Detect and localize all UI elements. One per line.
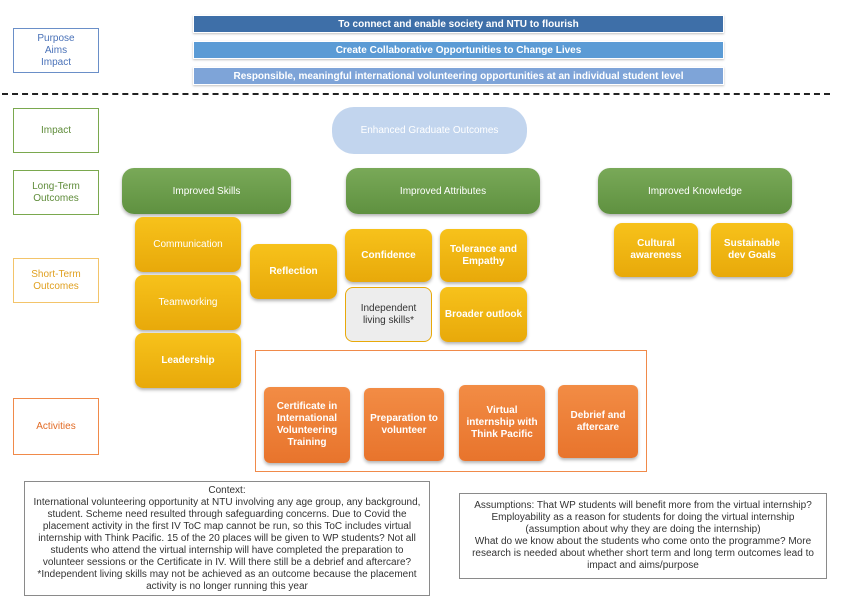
short-term-leadership: Leadership bbox=[135, 333, 241, 388]
label-activities: Activities bbox=[13, 398, 99, 455]
short-term-confidence: Confidence bbox=[345, 229, 432, 282]
long-term-text: Improved Skills bbox=[172, 185, 241, 197]
label-purpose-aims-impact: Purpose Aims Impact bbox=[13, 28, 99, 73]
activity-text: Certificate in International Volunteerin… bbox=[276, 401, 338, 448]
activity-certificate-training: Certificate in International Volunteerin… bbox=[264, 387, 350, 463]
assumptions-text: Assumptions: That WP students will benef… bbox=[472, 500, 814, 571]
short-term-cultural-awareness: Cultural awareness bbox=[614, 223, 698, 277]
impact-node: Enhanced Graduate Outcomes bbox=[332, 107, 527, 154]
long-term-improved-knowledge: Improved Knowledge bbox=[598, 168, 792, 214]
purpose-bar-collaborative: Create Collaborative Opportunities to Ch… bbox=[193, 41, 724, 59]
label-impact-text: Impact bbox=[40, 124, 71, 136]
label-short-term-outcomes: Short-Term Outcomes bbox=[13, 258, 99, 303]
activity-text: Virtual internship with Think Pacific bbox=[466, 405, 538, 440]
context-title: Context: bbox=[208, 485, 246, 496]
short-term-text: Broader outlook bbox=[444, 308, 523, 320]
short-term-text: Reflection bbox=[269, 265, 318, 277]
purpose-bar-text: Responsible, meaningful international vo… bbox=[233, 70, 684, 82]
short-term-text: Independent living skills* bbox=[360, 302, 417, 326]
short-term-text: Teamworking bbox=[158, 296, 218, 308]
section-divider bbox=[2, 93, 830, 95]
long-term-improved-attributes: Improved Attributes bbox=[346, 168, 540, 214]
short-term-reflection: Reflection bbox=[250, 244, 337, 299]
activity-preparation: Preparation to volunteer bbox=[364, 388, 444, 461]
short-term-communication: Communication bbox=[135, 217, 241, 272]
short-term-broader-outlook: Broader outlook bbox=[440, 287, 527, 342]
short-term-independent-living: Independent living skills* bbox=[345, 287, 432, 342]
context-text: International volunteering opportunity a… bbox=[33, 497, 421, 592]
label-long-term-outcomes: Long-Term Outcomes bbox=[13, 170, 99, 215]
purpose-bar-volunteering: Responsible, meaningful international vo… bbox=[193, 67, 724, 85]
label-impact: Impact bbox=[13, 108, 99, 153]
assumptions-box: Assumptions: That WP students will benef… bbox=[459, 493, 827, 579]
short-term-teamworking: Teamworking bbox=[135, 275, 241, 330]
label-long-term-text: Long-Term Outcomes bbox=[32, 180, 80, 204]
short-term-text: Leadership bbox=[161, 354, 215, 366]
short-term-tolerance-empathy: Tolerance and Empathy bbox=[440, 229, 527, 282]
activity-text: Preparation to volunteer bbox=[370, 412, 438, 436]
short-term-text: Cultural awareness bbox=[630, 238, 682, 261]
label-purpose-text: Purpose Aims Impact bbox=[37, 32, 75, 68]
long-term-improved-skills: Improved Skills bbox=[122, 168, 291, 214]
context-box: Context: International volunteering oppo… bbox=[24, 481, 430, 596]
long-term-text: Improved Attributes bbox=[399, 185, 487, 197]
short-term-sustainable-dev-goals: Sustainable dev Goals bbox=[711, 223, 793, 277]
short-term-text: Sustainable dev Goals bbox=[723, 238, 781, 261]
label-activities-text: Activities bbox=[36, 420, 76, 432]
short-term-text: Communication bbox=[153, 238, 223, 250]
purpose-bar-society: To connect and enable society and NTU to… bbox=[193, 15, 724, 33]
activities-frame bbox=[255, 350, 647, 472]
activity-debrief-aftercare: Debrief and aftercare bbox=[558, 385, 638, 458]
purpose-bar-text: Create Collaborative Opportunities to Ch… bbox=[335, 44, 582, 56]
activity-virtual-internship: Virtual internship with Think Pacific bbox=[459, 385, 545, 461]
short-term-text: Confidence bbox=[361, 249, 416, 261]
impact-node-text: Enhanced Graduate Outcomes bbox=[360, 125, 499, 136]
purpose-bar-text: To connect and enable society and NTU to… bbox=[338, 18, 579, 30]
activity-text: Debrief and aftercare bbox=[570, 409, 626, 433]
short-term-text: Tolerance and Empathy bbox=[449, 243, 518, 267]
long-term-text: Improved Knowledge bbox=[648, 185, 742, 197]
label-short-term-text: Short-Term Outcomes bbox=[31, 268, 81, 292]
